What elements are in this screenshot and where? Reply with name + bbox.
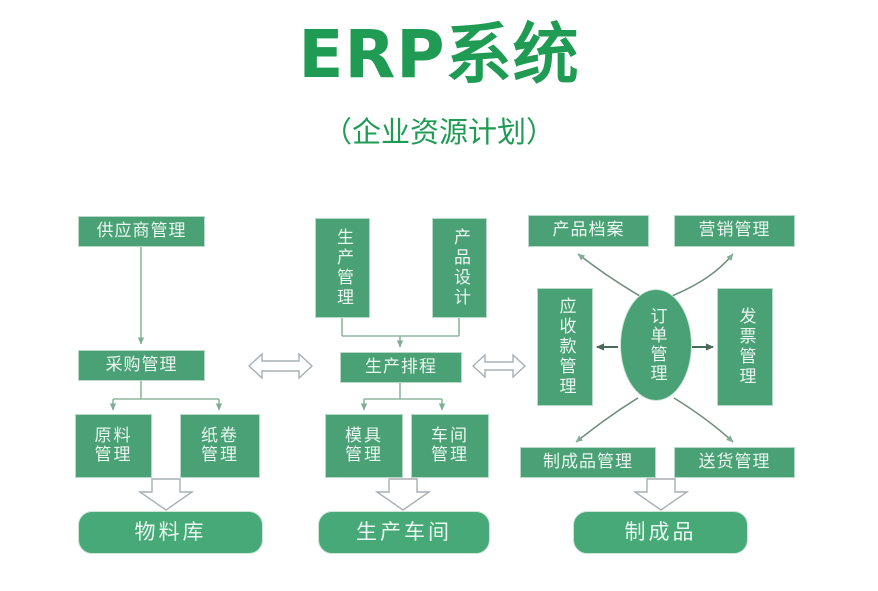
node-production-management[interactable]: 生产管理 (315, 218, 370, 318)
double-arrow-purchase-scheduling (247, 352, 314, 380)
node-paper-roll-management[interactable]: 纸卷 管理 (180, 414, 260, 478)
node-finished-goods[interactable]: 制成品 (573, 511, 748, 554)
line-scheduling-to-shopfloor (360, 383, 446, 411)
hollow-arrow-materials-to-warehouse (137, 478, 195, 511)
node-invoice-management[interactable]: 发票管理 (717, 288, 773, 406)
node-order-management[interactable]: 订单管理 (620, 289, 692, 401)
node-material-warehouse[interactable]: 物料库 (78, 511, 263, 554)
node-product-archive[interactable]: 产品档案 (528, 215, 649, 247)
node-production-workshop[interactable]: 生产车间 (318, 511, 490, 554)
node-delivery-management[interactable]: 送货管理 (674, 447, 795, 478)
node-receivable-management[interactable]: 应收款管理 (537, 288, 593, 406)
node-raw-material-management[interactable]: 原料 管理 (75, 414, 152, 478)
line-production-inputs-to-scheduling (341, 318, 460, 348)
node-supplier-management[interactable]: 供应商管理 (78, 216, 205, 247)
page-title: ERP系统 (298, 16, 580, 93)
node-product-design[interactable]: 产品设计 (432, 218, 487, 318)
node-production-scheduling[interactable]: 生产排程 (340, 352, 462, 383)
hollow-arrow-shopfloor-to-workshop (374, 478, 432, 511)
hollow-arrow-to-finished-goods (632, 478, 690, 511)
node-workshop-management[interactable]: 车间 管理 (411, 414, 489, 478)
page-subtitle: （企业资源计划） (322, 115, 555, 149)
node-finished-goods-management[interactable]: 制成品管理 (520, 447, 656, 478)
double-arrow-scheduling-receivable (471, 353, 527, 379)
line-purchase-to-materials (109, 381, 223, 411)
node-mold-management[interactable]: 模具 管理 (325, 414, 403, 478)
node-marketing-management[interactable]: 营销管理 (674, 215, 795, 247)
node-purchase-management[interactable]: 采购管理 (78, 350, 205, 381)
